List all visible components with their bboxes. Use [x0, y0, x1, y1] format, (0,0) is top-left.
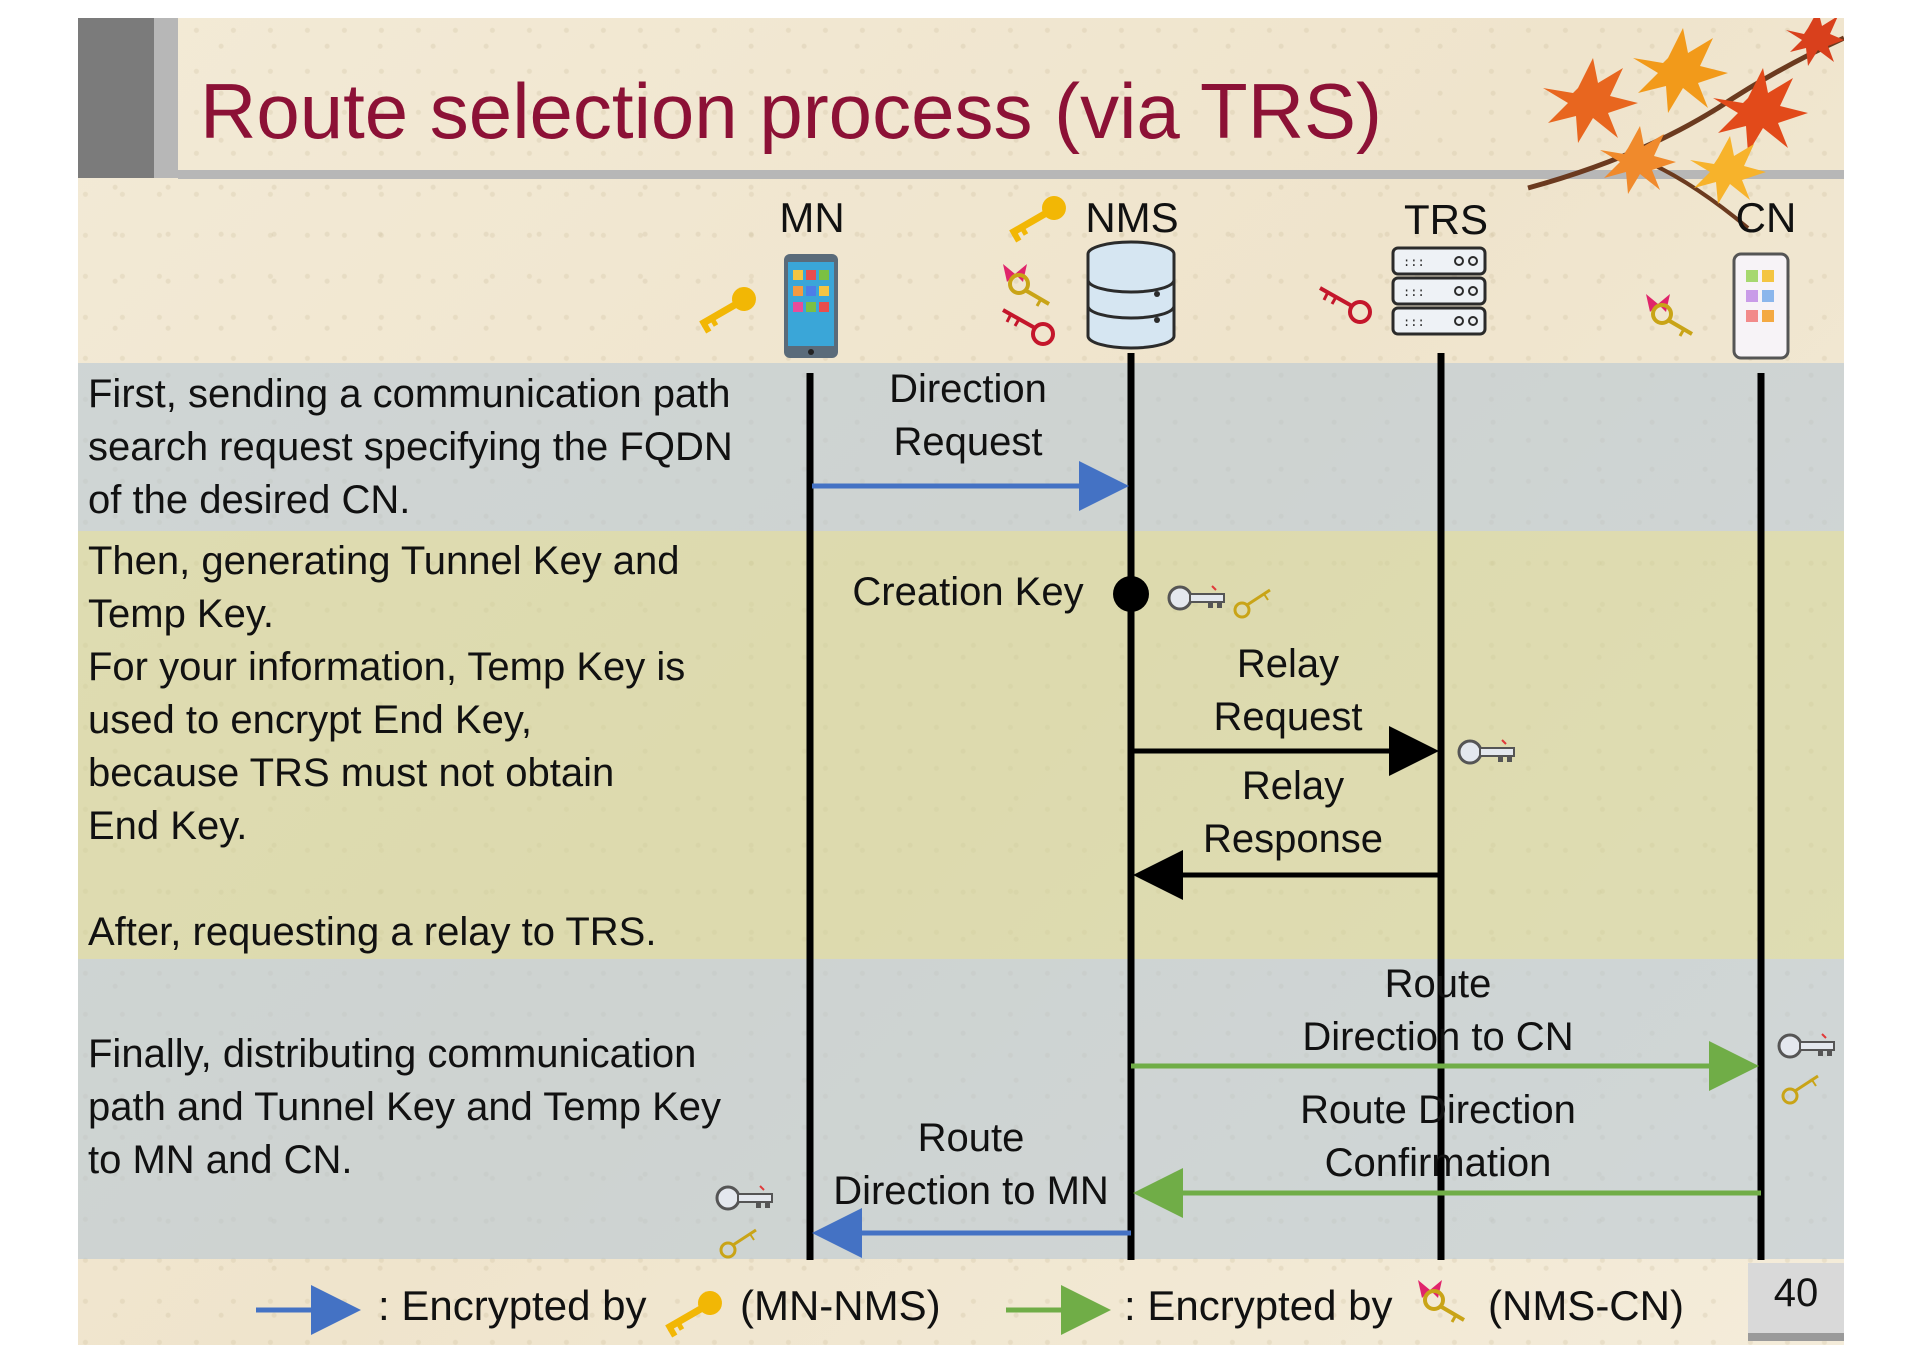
leaf-icon	[1633, 28, 1728, 113]
entity-label-cn: CN	[1735, 194, 1797, 241]
leaf-icon	[1713, 68, 1808, 153]
silver-key-icon	[1777, 1033, 1835, 1059]
slide: Route selection process (via TRS) First,…	[78, 18, 1844, 1345]
leaf-icon	[1690, 136, 1766, 204]
title-accent-light	[154, 18, 178, 178]
page-number-box: 40	[1748, 1263, 1844, 1341]
sequence-diagram: ::: ::: :::	[256, 196, 1835, 1338]
legend-green-label: : Encrypted by	[1124, 1282, 1393, 1329]
red-key-icon	[1319, 286, 1372, 324]
creation-key-marker	[1113, 576, 1149, 612]
step-description-key-generation: Then, generating Tunnel Key and Temp Key…	[88, 539, 686, 954]
entity-label-trs: TRS	[1404, 196, 1488, 243]
database-icon	[1086, 240, 1176, 350]
gold-key-icon	[1009, 196, 1066, 243]
red-key-icon	[1002, 308, 1055, 346]
page-title: Route selection process (via TRS)	[200, 67, 1383, 155]
label-route-direction-confirmation: Route Direction Confirmation	[1300, 1088, 1576, 1185]
entity-label-nms: NMS	[1085, 194, 1179, 241]
legend-green-pair: (NMS-CN)	[1488, 1282, 1684, 1329]
leaf-icon	[1600, 126, 1676, 194]
leaf-icon	[1543, 58, 1638, 143]
maple-leaves-decoration	[1527, 18, 1844, 230]
label-direction-request: Direction Request	[889, 367, 1047, 464]
legend-blue-pair: (MN-NMS)	[740, 1282, 941, 1329]
label-creation-key: Creation Key	[852, 570, 1084, 614]
leaf-icon	[1786, 18, 1844, 66]
step-description-request: First, sending a communication path sear…	[88, 372, 733, 522]
page-number: 40	[1773, 1271, 1819, 1315]
bow-key-icon	[1003, 264, 1051, 307]
title-accent-dark	[78, 18, 154, 178]
small-gold-key-icon	[719, 1228, 757, 1259]
title-underline	[178, 170, 1844, 179]
svg-text::::: :::	[1403, 255, 1425, 269]
silver-key-icon	[1457, 739, 1515, 765]
svg-text::::: :::	[1403, 285, 1425, 299]
legend-blue-label: : Encrypted by	[378, 1282, 647, 1329]
step-band-request	[78, 363, 1844, 531]
label-route-direction-mn: Route Direction to MN	[833, 1116, 1109, 1213]
step-band-key-generation	[78, 531, 1844, 959]
label-relay-response: Relay Response	[1202, 764, 1384, 861]
step-description-distribution: Finally, distributing communication path…	[88, 1032, 722, 1182]
title-bar: Route selection process (via TRS)	[78, 18, 1844, 183]
label-relay-request: Relay Request	[1213, 642, 1363, 739]
silver-key-icon	[715, 1185, 773, 1211]
gold-key-icon	[665, 1291, 722, 1338]
server-icon: ::: ::: :::	[1391, 246, 1487, 336]
gold-key-icon	[699, 287, 756, 334]
step-band-distribution	[78, 959, 1844, 1259]
bow-key-icon	[1418, 1280, 1466, 1323]
smartphone-icon	[1732, 252, 1790, 360]
svg-text::::: :::	[1403, 315, 1425, 329]
small-gold-key-icon	[1233, 588, 1271, 619]
smartphone-icon	[784, 254, 838, 358]
bow-key-icon	[1646, 294, 1694, 337]
silver-key-icon	[1167, 585, 1225, 611]
entity-label-mn: MN	[779, 194, 845, 241]
label-route-direction-cn: Route Direction to CN	[1302, 962, 1574, 1059]
small-gold-key-icon	[1781, 1074, 1819, 1105]
